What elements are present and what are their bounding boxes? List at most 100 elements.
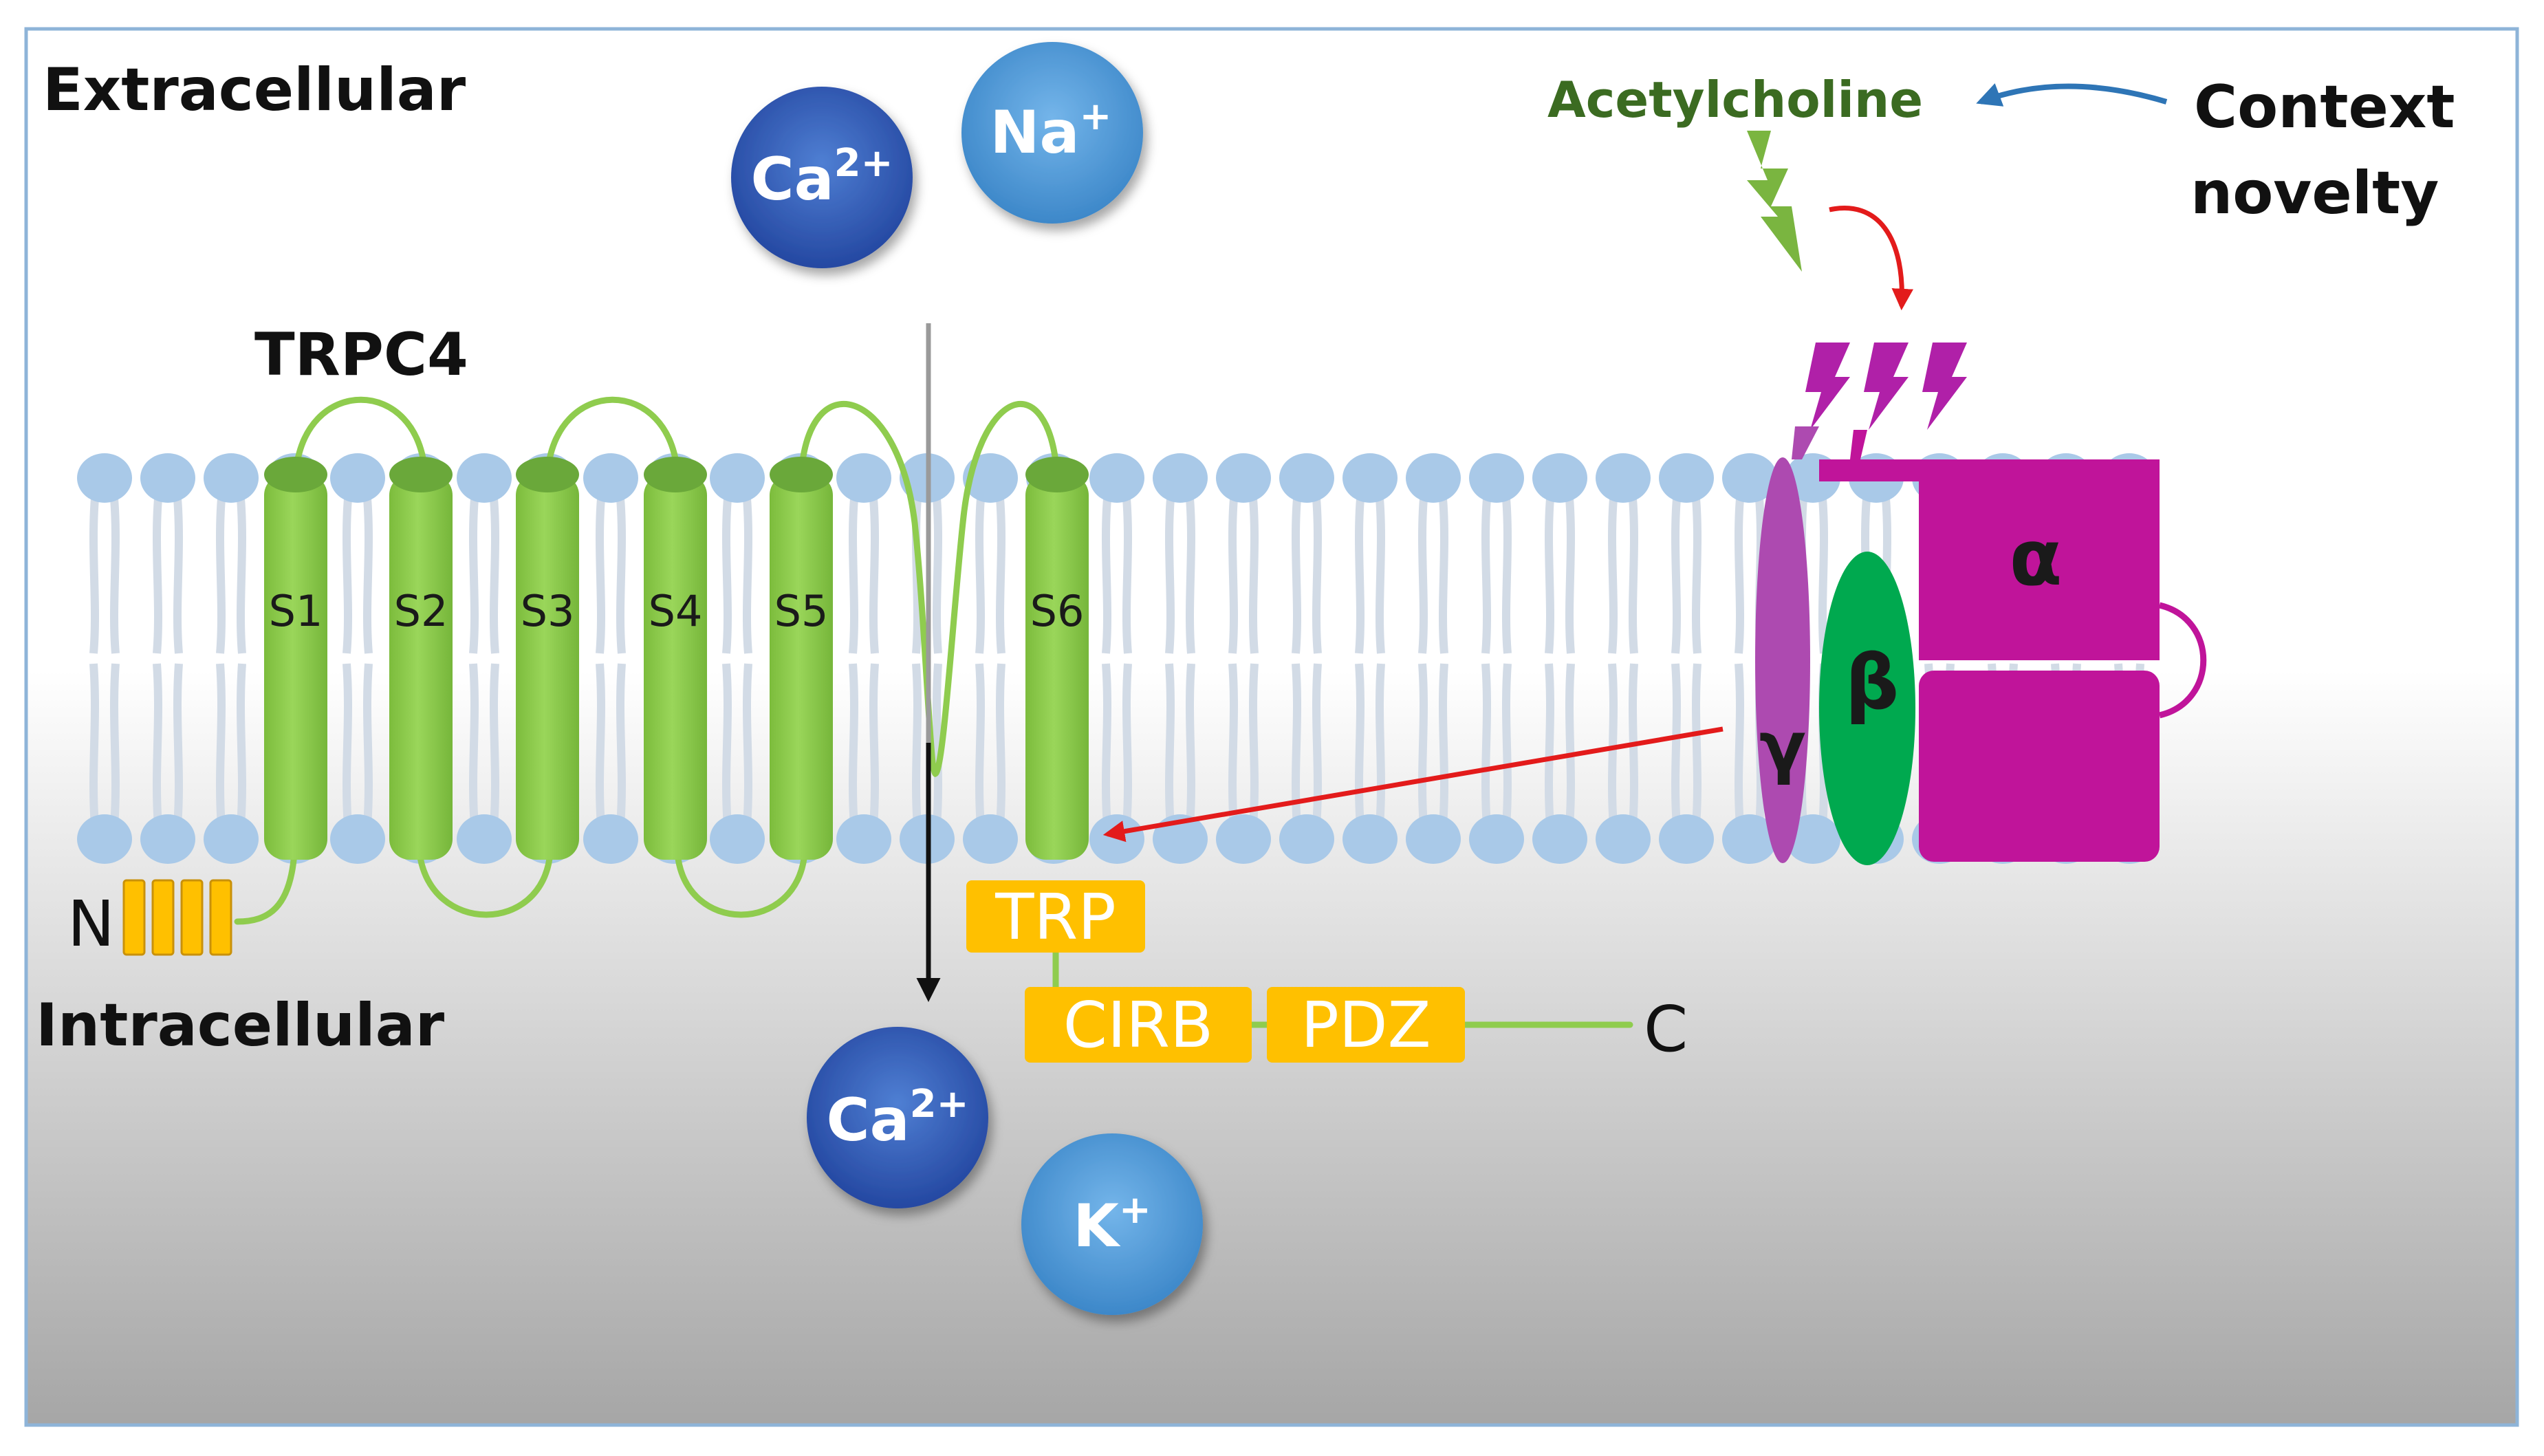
lipid-head xyxy=(1469,814,1524,864)
lipid-head xyxy=(1722,453,1777,503)
lipid-tail xyxy=(216,498,246,826)
n-terminal-tail xyxy=(234,849,298,925)
lipid-head xyxy=(1659,814,1714,864)
helix-label: S1 xyxy=(269,586,323,636)
helix-s6: S6 xyxy=(1025,457,1089,860)
cirb-domain-label: CIRB xyxy=(1063,988,1213,1062)
lipid-head xyxy=(1279,453,1334,503)
cirb-domain-box xyxy=(1025,987,1252,1063)
context-novelty-line1: Context xyxy=(2194,73,2455,142)
lipid-head xyxy=(836,453,891,503)
ion-potassium-intracellular xyxy=(1021,1133,1203,1315)
helix-label: S6 xyxy=(1030,586,1085,636)
lipid-head xyxy=(204,453,259,503)
ion-sodium-extracellular xyxy=(961,42,1143,224)
pore-loop-s5-s6 xyxy=(798,400,1061,778)
ankyrin-repeats xyxy=(122,879,232,956)
lipid-head xyxy=(77,814,132,864)
lipid-tail xyxy=(596,498,626,826)
ion-potassium-intracellular-label: K+ xyxy=(1073,1188,1151,1261)
g-protein-complex: α β γ xyxy=(1755,343,2207,865)
loop-s2-s3 xyxy=(416,849,554,918)
lipid-head xyxy=(140,814,195,864)
lipid-head xyxy=(1532,453,1587,503)
lipid-head xyxy=(1089,814,1144,864)
helix-s3: S3 xyxy=(516,457,579,860)
trp-domain-label: TRP xyxy=(994,880,1116,954)
trp-domain-box xyxy=(966,880,1145,953)
lipid-head xyxy=(1406,453,1461,503)
loop-s1-s2 xyxy=(292,396,428,478)
lightning-icon xyxy=(1747,131,1802,272)
lipid-tail xyxy=(1481,498,1512,826)
lipid-head xyxy=(1659,453,1714,503)
lipid-head xyxy=(1216,814,1271,864)
lipid-head xyxy=(204,814,259,864)
lipid-tail xyxy=(1228,498,1259,826)
lipid-head xyxy=(1532,814,1587,864)
lipid-head xyxy=(1089,453,1144,503)
intracellular-label: Intracellular xyxy=(36,991,445,1060)
trpc4-label: TRPC4 xyxy=(254,320,468,389)
lipid-head xyxy=(330,453,385,503)
ion-calcium-intracellular-label: Ca2+ xyxy=(826,1082,968,1155)
ion-calcium-extracellular-label: Ca2+ xyxy=(750,141,893,214)
acetylcholine-activation-arrow xyxy=(1829,206,1913,311)
lipid-tail xyxy=(89,498,120,826)
pdz-domain-box xyxy=(1267,987,1465,1063)
lipid-tail xyxy=(722,498,752,826)
c-terminal-domains: TRP CIRB PDZ xyxy=(966,880,1465,1063)
n-terminus-label: N xyxy=(67,887,115,961)
g-alpha-subunit xyxy=(1819,459,2160,660)
context-novelty-line2: novelty xyxy=(2190,159,2439,228)
lipid-head xyxy=(1406,814,1461,864)
ion-calcium-intracellular xyxy=(807,1027,988,1208)
lipid-head xyxy=(963,814,1018,864)
lipid-tail xyxy=(343,498,373,826)
g-alpha-label: α xyxy=(2010,514,2063,603)
lipid-tail xyxy=(1545,498,1575,826)
lipid-head xyxy=(583,814,638,864)
loop-s3-s4 xyxy=(544,396,681,478)
intracellular-ions: Ca2+ K+ xyxy=(807,1027,1203,1315)
lipid-head xyxy=(1153,453,1208,503)
lipid-head xyxy=(710,814,765,864)
lipid-head xyxy=(330,814,385,864)
g-beta-subunit xyxy=(1819,552,1915,865)
lipid-head xyxy=(457,814,512,864)
extracellular-label: Extracellular xyxy=(43,56,466,124)
helix-s1: S1 xyxy=(264,457,327,860)
lipid-head xyxy=(77,453,132,503)
acetylcholine-label: Acetylcholine xyxy=(1547,71,1923,129)
ion-calcium-extracellular xyxy=(731,87,913,268)
lipid-head xyxy=(1153,814,1208,864)
lipid-head xyxy=(1342,453,1398,503)
lipid-tail xyxy=(1165,498,1195,826)
lipid-head xyxy=(583,453,638,503)
pdz-domain-label: PDZ xyxy=(1301,988,1431,1062)
helix-label: S4 xyxy=(649,586,703,636)
helix-label: S5 xyxy=(774,586,829,636)
lipid-head xyxy=(710,453,765,503)
lipid-tail xyxy=(1608,498,1638,826)
lipid-tail xyxy=(1418,498,1448,826)
lipid-tail xyxy=(849,498,879,826)
lipid-anchor-1 xyxy=(1805,343,1850,430)
lipid-tail xyxy=(975,498,1005,826)
g-alpha-lower xyxy=(1919,671,2160,862)
helix-s2: S2 xyxy=(389,457,453,860)
lipid-head xyxy=(1785,814,1840,864)
lipid-head xyxy=(1342,814,1398,864)
helix-label: S3 xyxy=(521,586,575,636)
lipid-head xyxy=(1596,453,1651,503)
extracellular-ions: Ca2+ Na+ xyxy=(731,42,1143,268)
g-protein-to-trpc4-arrow xyxy=(1102,726,1724,843)
lipid-head xyxy=(1279,814,1334,864)
context-to-acetylcholine-arrow xyxy=(1976,83,2168,107)
lipid-head xyxy=(1216,453,1271,503)
g-alpha-hinge xyxy=(2158,602,2207,719)
lipid-anchor-3 xyxy=(1922,343,1967,430)
lipid-head xyxy=(1469,453,1524,503)
transmembrane-helices: S1 S2 S3 S4 S5 S6 xyxy=(264,457,1089,860)
trpc4-loops xyxy=(234,396,1633,1028)
